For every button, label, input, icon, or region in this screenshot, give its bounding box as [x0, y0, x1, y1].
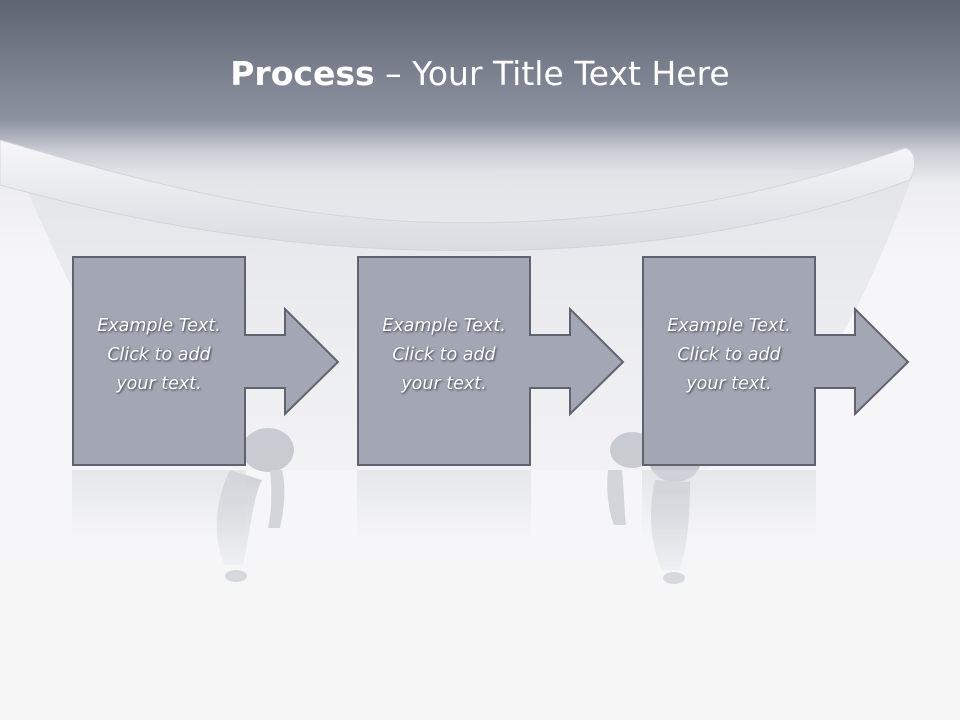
step-3-line-3: your text.: [686, 374, 772, 394]
title-bold-text: Process: [230, 54, 375, 93]
step-3-reflection: [642, 470, 816, 540]
step-1-line-2: Click to add: [107, 345, 211, 365]
step-1-text[interactable]: Example Text. Click to add your text.: [72, 312, 246, 399]
step-3-line-1: Example Text.: [667, 316, 791, 336]
right-arrow-icon: [72, 256, 340, 466]
step-1-line-3: your text.: [116, 374, 202, 394]
right-arrow-icon: [642, 256, 910, 466]
process-step-2[interactable]: Example Text. Click to add your text.: [357, 256, 625, 466]
step-3-text[interactable]: Example Text. Click to add your text.: [642, 312, 816, 399]
step-1-line-1: Example Text.: [97, 316, 221, 336]
step-2-line-3: your text.: [401, 374, 487, 394]
right-arrow-icon: [357, 256, 625, 466]
step-3-line-2: Click to add: [677, 345, 781, 365]
title-rest-text: – Your Title Text Here: [374, 54, 730, 93]
slide-title[interactable]: Process – Your Title Text Here: [0, 52, 960, 96]
step-2-reflection: [357, 470, 531, 540]
process-step-3[interactable]: Example Text. Click to add your text.: [642, 256, 910, 466]
step-2-text[interactable]: Example Text. Click to add your text.: [357, 312, 531, 399]
step-2-line-2: Click to add: [392, 345, 496, 365]
step-1-reflection: [72, 470, 246, 540]
process-step-1[interactable]: Example Text. Click to add your text.: [72, 256, 340, 466]
step-2-line-1: Example Text.: [382, 316, 506, 336]
